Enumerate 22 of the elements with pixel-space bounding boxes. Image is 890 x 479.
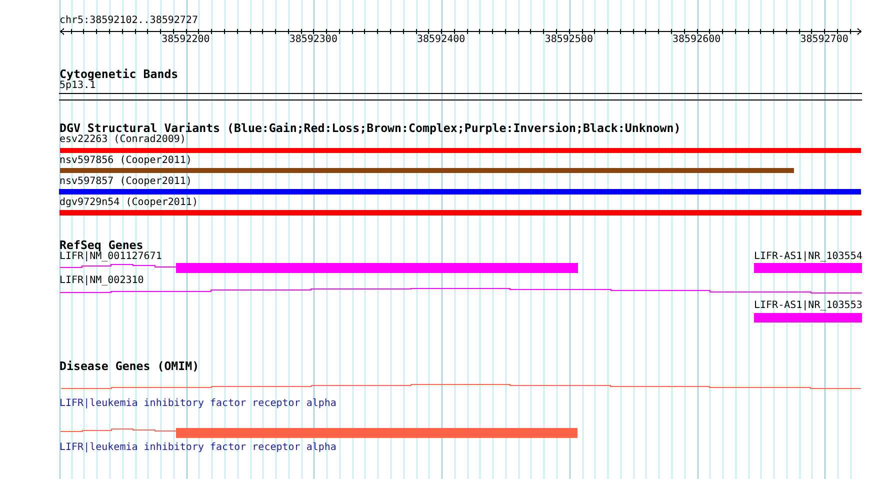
feature-label: LIFR|leukemia inhibitory factor receptor alpha [60,442,336,454]
feature-label: dgv9729n54 (Cooper2011) [60,196,198,209]
track-title: DGV Structural Variants (Blue:Gain;Red:Loss;Brown:Complex;Purple:Inversion;Black:Unknown) [60,120,681,135]
coordinate-label: chr5:38592102..38592727 [60,14,198,27]
feature-label: nsv597857 (Cooper2011) [60,176,192,188]
tick-label: 38592500 [544,34,593,46]
track-title: Cytogenetic Bands [60,66,178,80]
track-title: Disease Genes (OMIM) [60,358,200,372]
tick-label: 38592400 [417,34,466,46]
tick-label: 38592600 [672,34,721,46]
feature-label: LIFR|NM_001127671 [60,250,162,262]
feature-label: esv22263 (Conrad2009) [60,134,186,146]
tick-label: 38592700 [800,34,848,46]
track-title: RefSeq Genes [60,238,144,252]
feature-label: LIFR-AS1|NR_103553 [754,300,862,312]
band-label: 5p13.1 [60,80,96,92]
tick-label: 38592300 [289,34,338,46]
feature-label: LIFR|leukemia inhibitory factor receptor alpha [60,398,336,410]
feature-label: LIFR-AS1|NR_103554 [754,250,862,262]
feature-label: nsv597856 (Cooper2011) [60,155,192,168]
tick-label: 38592200 [162,34,210,46]
feature-label: LIFR|NM_002310 [60,275,144,287]
